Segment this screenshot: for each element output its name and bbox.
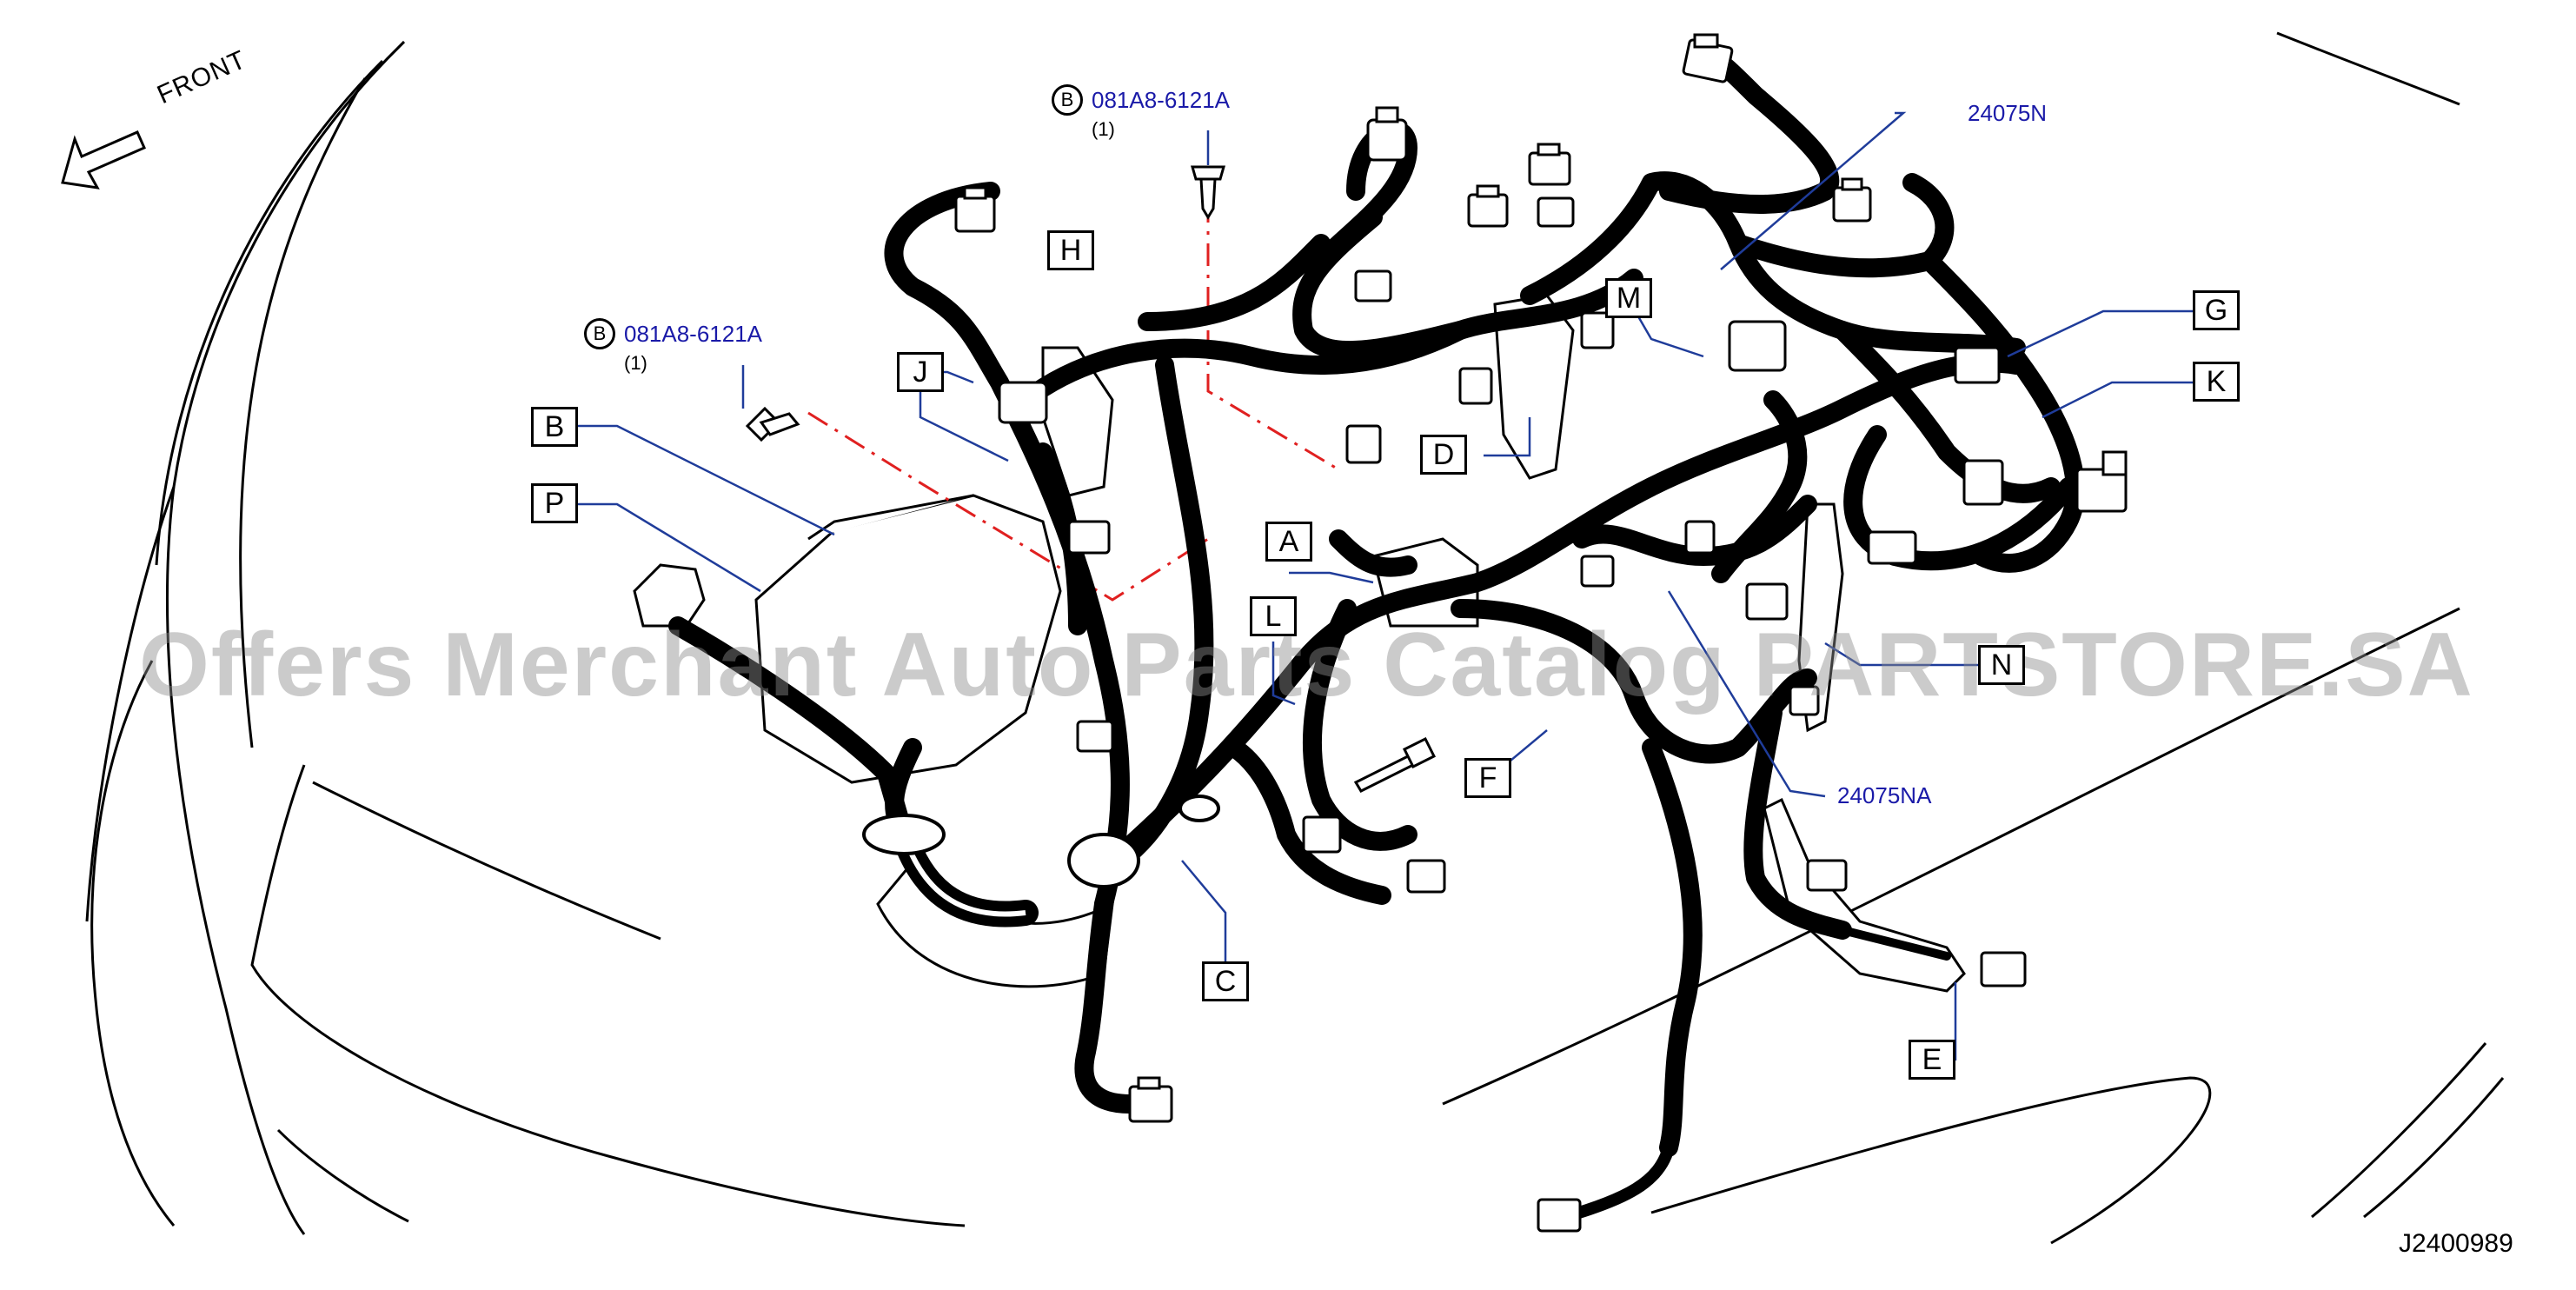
callout-p: P (531, 483, 578, 523)
connector-icon (1745, 582, 1789, 621)
connector-icon (1580, 555, 1615, 588)
bolt-icons (745, 165, 1225, 442)
harness-part-number-main[interactable]: 24075N (1968, 100, 2048, 126)
battery-tray (633, 494, 1114, 988)
connector-icon (2075, 450, 2128, 513)
connector-icon (1682, 33, 1734, 83)
connector-icon (1345, 424, 1382, 464)
connector-icon (1789, 685, 1820, 716)
connector-icon (1537, 196, 1575, 228)
connector-icon (1867, 530, 1917, 565)
connector-icon (1537, 1198, 1582, 1233)
callout-n: N (1978, 645, 2025, 685)
callout-a: A (1265, 522, 1312, 562)
connector-icon (1832, 177, 1872, 223)
bolt-part-number[interactable]: 081A8-6121A (624, 321, 763, 347)
callout-j: J (897, 352, 944, 392)
connector-icon (1406, 859, 1446, 894)
bolt-icon (1191, 165, 1225, 220)
grommets (862, 795, 1220, 888)
connector-icon (1580, 311, 1615, 349)
bolt-icon (745, 406, 800, 442)
connector-icon (1128, 1076, 1173, 1123)
front-arrow-icon (61, 130, 146, 190)
connector-icon (1528, 143, 1571, 186)
connector-icon (1354, 269, 1392, 303)
connectors (954, 33, 2128, 1233)
bolt-symbol: B (1052, 84, 1083, 116)
connector-icon (1302, 815, 1342, 854)
connector-icon (1728, 320, 1787, 372)
connector-icon (1980, 951, 2027, 987)
leader-lines (578, 111, 2216, 1061)
connector-icon (954, 186, 996, 233)
bolt-qty: (1) (624, 352, 647, 374)
connector-icon (1806, 859, 1848, 892)
callout-h: H (1047, 230, 1094, 270)
bolt-alignment-lines (807, 200, 1339, 602)
diagram-reference-code: J2400989 (2399, 1229, 2513, 1258)
bolt-part-number[interactable]: 081A8-6121A (1092, 87, 1231, 113)
bolt-symbol: B (584, 318, 615, 349)
connector-icon (1467, 184, 1509, 228)
callout-m: M (1605, 278, 1652, 318)
watermark: Offers Merchant Auto Parts Catalog PARTS… (139, 615, 2474, 715)
connector-icon (1067, 520, 1111, 555)
harness-part-number-sub[interactable]: 24075NA (1837, 782, 1932, 808)
callout-k: K (2193, 362, 2240, 402)
connector-icon (1962, 459, 2004, 506)
stud (1353, 736, 1437, 793)
callout-b: B (531, 407, 578, 447)
wiring-harness (668, 43, 2085, 1223)
connector-icon (1954, 346, 2001, 384)
callout-g: G (2193, 290, 2240, 330)
callout-d: D (1420, 435, 1467, 475)
body-outline (85, 31, 2505, 1245)
bolt-qty: (1) (1092, 118, 1115, 140)
connector-icon (1458, 367, 1493, 405)
connector-icon (998, 381, 1048, 424)
callout-l: L (1250, 596, 1297, 636)
connector-icon (1366, 106, 1408, 162)
callout-e: E (1909, 1040, 1955, 1080)
connector-icon (1076, 720, 1114, 753)
callout-f: F (1464, 758, 1511, 798)
connector-icon (1684, 520, 1716, 555)
callout-c: C (1202, 961, 1249, 1001)
